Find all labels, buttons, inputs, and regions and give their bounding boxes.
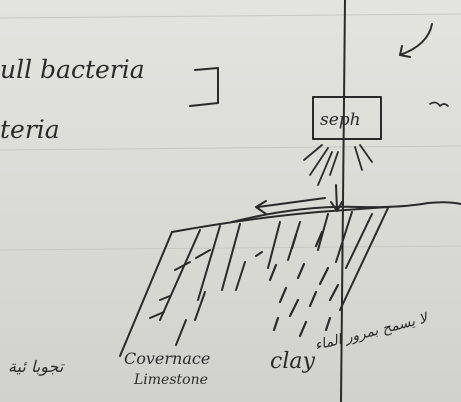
label-full-bacteria: ull bacteria: [0, 55, 145, 84]
label-teria: teria: [0, 115, 60, 144]
bracket-mark: [190, 68, 218, 106]
strata-lines: [150, 208, 388, 345]
label-covernace: Covernace: [124, 349, 210, 368]
right-squiggle: [430, 102, 448, 106]
paper-lines: [0, 14, 461, 250]
label-limestone: Limestone: [133, 372, 208, 388]
strata-left-edge: [120, 232, 172, 356]
label-arabic-right: لا يسمح بمرور الماء: [313, 310, 431, 354]
curved-arrow: [400, 24, 432, 55]
label-box: seph: [320, 110, 361, 130]
box-rays: [304, 145, 372, 185]
left-arrow: [258, 198, 325, 207]
label-arabic-left: تجوبا ئية: [8, 357, 65, 376]
strata-top-line: [172, 207, 388, 232]
label-clay: clay: [270, 349, 315, 374]
